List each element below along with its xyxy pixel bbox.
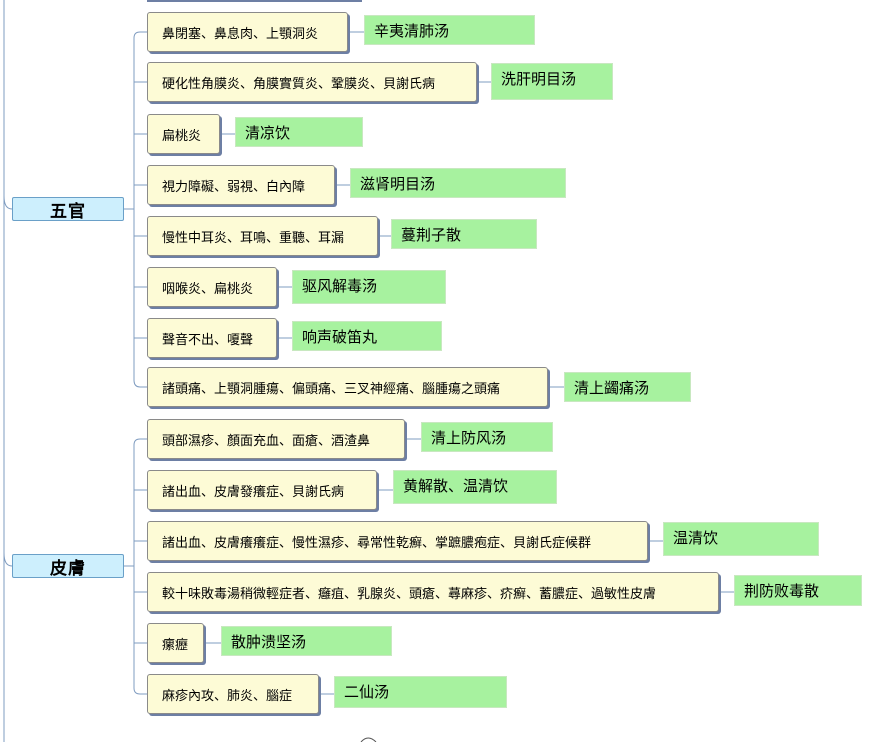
- symptom-node[interactable]: 諸出血、皮膚發癢症、貝謝氏病: [147, 470, 377, 510]
- symptom-node[interactable]: 慢性中耳炎、耳鳴、重聽、耳漏: [147, 216, 378, 256]
- symptom-node[interactable]: 聲音不出、嗄聲: [147, 318, 277, 358]
- symptom-node[interactable]: 視力障礙、弱視、白內障: [147, 165, 335, 205]
- remedy-node[interactable]: 响声破笛丸: [292, 321, 442, 351]
- category-node-pifu[interactable]: 皮膚: [12, 554, 124, 579]
- symptom-node[interactable]: 麻疹內攻、肺炎、腦症: [147, 674, 319, 714]
- remedy-node[interactable]: 滋肾明目汤: [350, 168, 566, 198]
- remedy-node[interactable]: 温清饮: [663, 522, 819, 556]
- symptom-node[interactable]: 諸頭痛、上顎洞腫瘍、偏頭痛、三叉神經痛、腦腫瘍之頭痛: [147, 367, 548, 407]
- remedy-node[interactable]: 荆防败毒散: [734, 575, 862, 606]
- remedy-node[interactable]: 黄解散、温清饮: [393, 470, 557, 504]
- symptom-node[interactable]: 鼻閉塞、鼻息肉、上顎洞炎: [147, 12, 348, 52]
- remedy-node[interactable]: 驱风解毒汤: [292, 270, 446, 304]
- remedy-node[interactable]: 清上蠲痛汤: [564, 372, 691, 402]
- remedy-node[interactable]: 二仙汤: [334, 676, 507, 708]
- remedy-node[interactable]: 清凉饮: [235, 117, 363, 147]
- symptom-node[interactable]: 諸出血、皮膚癢癢症、慢性濕疹、尋常性乾癬、掌蹠膿疱症、貝謝氏症候群: [147, 521, 648, 561]
- remedy-node[interactable]: 洗肝明目汤: [491, 63, 613, 100]
- remedy-node[interactable]: 辛夷清肺汤: [364, 15, 535, 45]
- remedy-node[interactable]: 蔓荆子散: [391, 219, 537, 249]
- symptom-node[interactable]: 硬化性角膜炎、角膜實質炎、鞏膜炎、貝謝氏病: [147, 62, 477, 102]
- symptom-node[interactable]: 扁桃炎: [147, 114, 220, 154]
- symptom-node[interactable]: 較十味敗毒湯稍微輕症者、癰疽、乳腺炎、頭瘡、蕁麻疹、疥癬、蓄膿症、過敏性皮膚: [147, 572, 719, 612]
- category-node-wuguan[interactable]: 五官: [12, 197, 124, 222]
- symptom-node[interactable]: 瘰癧: [147, 623, 204, 663]
- symptom-node[interactable]: 頭部濕疹、顏面充血、面瘡、酒渣鼻: [147, 419, 405, 459]
- remedy-node[interactable]: 清上防风汤: [421, 422, 553, 452]
- symptom-node[interactable]: 咽喉炎、扁桃炎: [147, 267, 277, 307]
- remedy-node[interactable]: 散肿溃坚汤: [221, 626, 392, 656]
